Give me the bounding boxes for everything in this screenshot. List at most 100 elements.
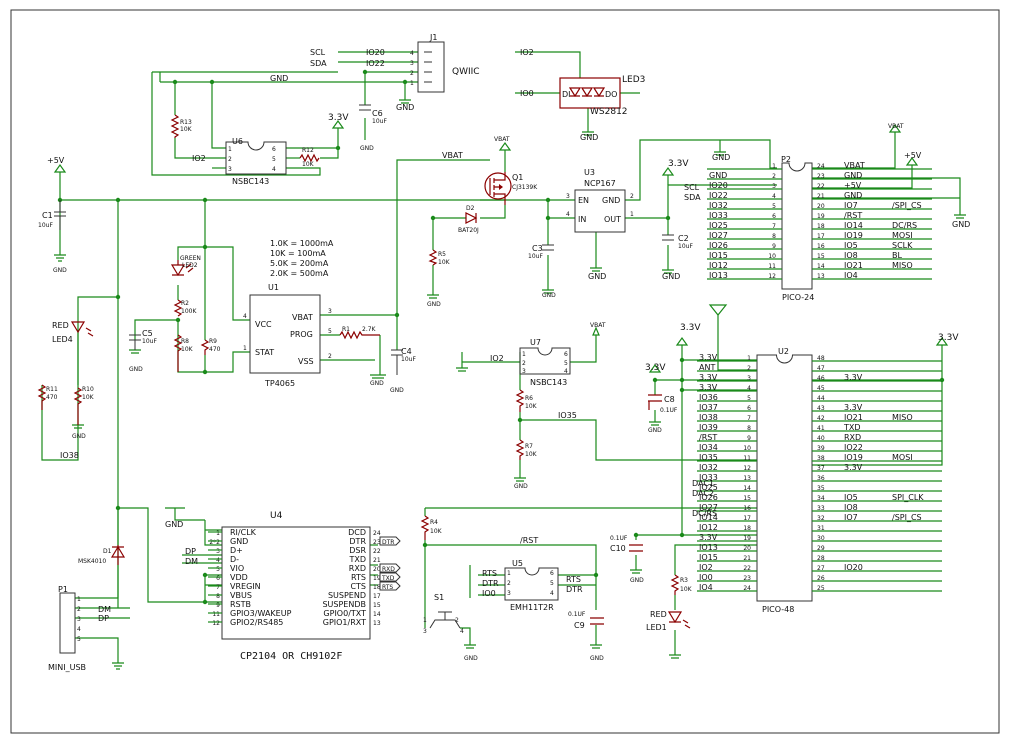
u2-net-33: IO8 (844, 503, 858, 512)
c10-val: 0.1UF (610, 535, 628, 542)
j1-pin-3: 3 (410, 60, 414, 67)
p2-pin-1: 1 (772, 163, 776, 170)
prog-line-2: 10K = 100mA (270, 249, 326, 258)
u4-pinname-6: VDD (230, 573, 248, 582)
junctions (57, 69, 945, 605)
u2-net-3: 3.3V (699, 373, 718, 382)
r6-val: 10K (525, 403, 538, 410)
net-dm-u4: DM (185, 557, 198, 566)
r10-val: 10K (82, 394, 95, 401)
u2-pin-16: 16 (743, 505, 751, 512)
u7-body (519, 347, 571, 375)
p2-pin-4: 4 (772, 193, 776, 200)
u2-net-5: IO36 (699, 393, 718, 402)
u4-flag-dtr (379, 536, 401, 546)
led3-ref: LED3 (622, 75, 645, 85)
u6-pin-6: 6 (272, 146, 276, 153)
u7-pin-6: 6 (564, 351, 568, 358)
net-scl-p2: SCL (684, 183, 700, 192)
u3-pin-3: 3 (566, 193, 570, 200)
v33-u2: 3.3V (680, 323, 701, 333)
u4-pin-12: 12 (212, 620, 220, 627)
u2-net-22: IO2 (699, 563, 713, 572)
r1-ref: R1 (342, 326, 350, 333)
c5-ref: C5 (142, 329, 153, 338)
net-dm-p1: DM (98, 605, 111, 614)
led4-color: RED (52, 321, 69, 330)
u2-pin-14: 14 (743, 485, 751, 492)
u1-pin-2: 2 (328, 353, 332, 360)
p2-net-14: IO21 (844, 261, 863, 270)
p2-pin-22: 22 (817, 183, 825, 190)
r13-ref: R13 (180, 119, 192, 126)
p1-pin-1: 1 (77, 596, 81, 603)
u4-pin-5: 5 (216, 566, 220, 573)
c9-val: 0.1UF (568, 611, 586, 618)
u2-fn-42: MISO (892, 413, 913, 422)
u4-pinname-5: VIO (230, 564, 244, 573)
net-io2-u7: IO2 (490, 354, 504, 363)
u2-net-20: IO13 (699, 543, 718, 552)
d1-ref: D1 (103, 548, 112, 555)
gnd-label-c5: GND (129, 366, 143, 373)
c3-ref: C3 (532, 244, 543, 253)
u2-pin-11: 11 (743, 455, 751, 462)
u1-pin-5: 5 (328, 328, 332, 335)
u2-net-17: IO14 (699, 513, 718, 522)
p1-pin-5: 5 (77, 636, 81, 643)
gnd-label-s1: GND (464, 655, 478, 662)
u6-pin-4: 4 (272, 166, 276, 173)
u2-net-8: IO39 (699, 423, 718, 432)
p2-pin-18: 18 (817, 223, 825, 230)
c4-val: 10uF (401, 356, 416, 363)
r4-ref: R4 (430, 519, 438, 526)
u2-net-23: IO0 (699, 573, 713, 582)
u2-pin-9: 9 (747, 435, 751, 442)
u2-pin-44: 44 (817, 395, 825, 402)
u4-pinname-7: VREGIN (230, 582, 261, 591)
u5-pin-4: 4 (550, 590, 554, 597)
net-sda: SDA (310, 59, 327, 68)
u5-name: EMH11T2R (510, 603, 554, 612)
net-vbat-u1: VBAT (442, 151, 463, 160)
p2-net-9: IO26 (709, 241, 728, 250)
net-io35: IO35 (558, 411, 577, 420)
u4-pin-11: 11 (212, 611, 220, 618)
u3-pin-4: 4 (566, 211, 570, 218)
u7-pin-5: 5 (564, 360, 568, 367)
gnd-label-c9: GND (590, 655, 604, 662)
c6-val: 10uF (372, 118, 387, 125)
u4-pin-1: 1 (216, 530, 220, 537)
u2-net-27: IO20 (844, 563, 863, 572)
p2-net-10: IO15 (709, 251, 728, 260)
u4-pin-9: 9 (216, 602, 220, 609)
u4-pinname-2*2: GND (230, 537, 248, 546)
u2-net-1: 3.3V (699, 353, 718, 362)
gnd-label-c3: GND (542, 292, 556, 299)
j1-name: QWIIC (452, 67, 480, 77)
u4-pin-4: 4 (216, 557, 220, 564)
net-dac2: DAC2 (692, 489, 714, 498)
u4-pinname-1: RI/CLK (230, 528, 257, 537)
u2-pin-24: 24 (743, 585, 751, 592)
u4-pinname-23: DTR (349, 537, 366, 546)
c8-ref: C8 (664, 395, 675, 404)
p2-pin-9: 9 (772, 243, 776, 250)
net-dac1: DAC1 (692, 479, 714, 488)
gnd-label-c2: GND (662, 272, 680, 281)
u4-pinname-22: DSR (349, 546, 366, 555)
u6-pin-3: 3 (228, 166, 232, 173)
u4-pinname-18: CTS (350, 582, 366, 591)
q1-ref: Q1 (512, 173, 523, 182)
net-sda-p2: SDA (684, 193, 701, 202)
gnd-label-r7: GND (514, 483, 528, 490)
q1-mosfet (484, 172, 512, 205)
led2-color: GREEN (180, 255, 201, 262)
u2-pin-10: 10 (743, 445, 751, 452)
u2-net-32: IO7 (844, 513, 858, 522)
p2-net-22: +5V (844, 181, 862, 190)
p2-net-13: IO4 (844, 271, 858, 280)
prog-line-1: 1.0K = 1000mA (270, 239, 334, 248)
c3-val: 10uF (528, 253, 543, 260)
